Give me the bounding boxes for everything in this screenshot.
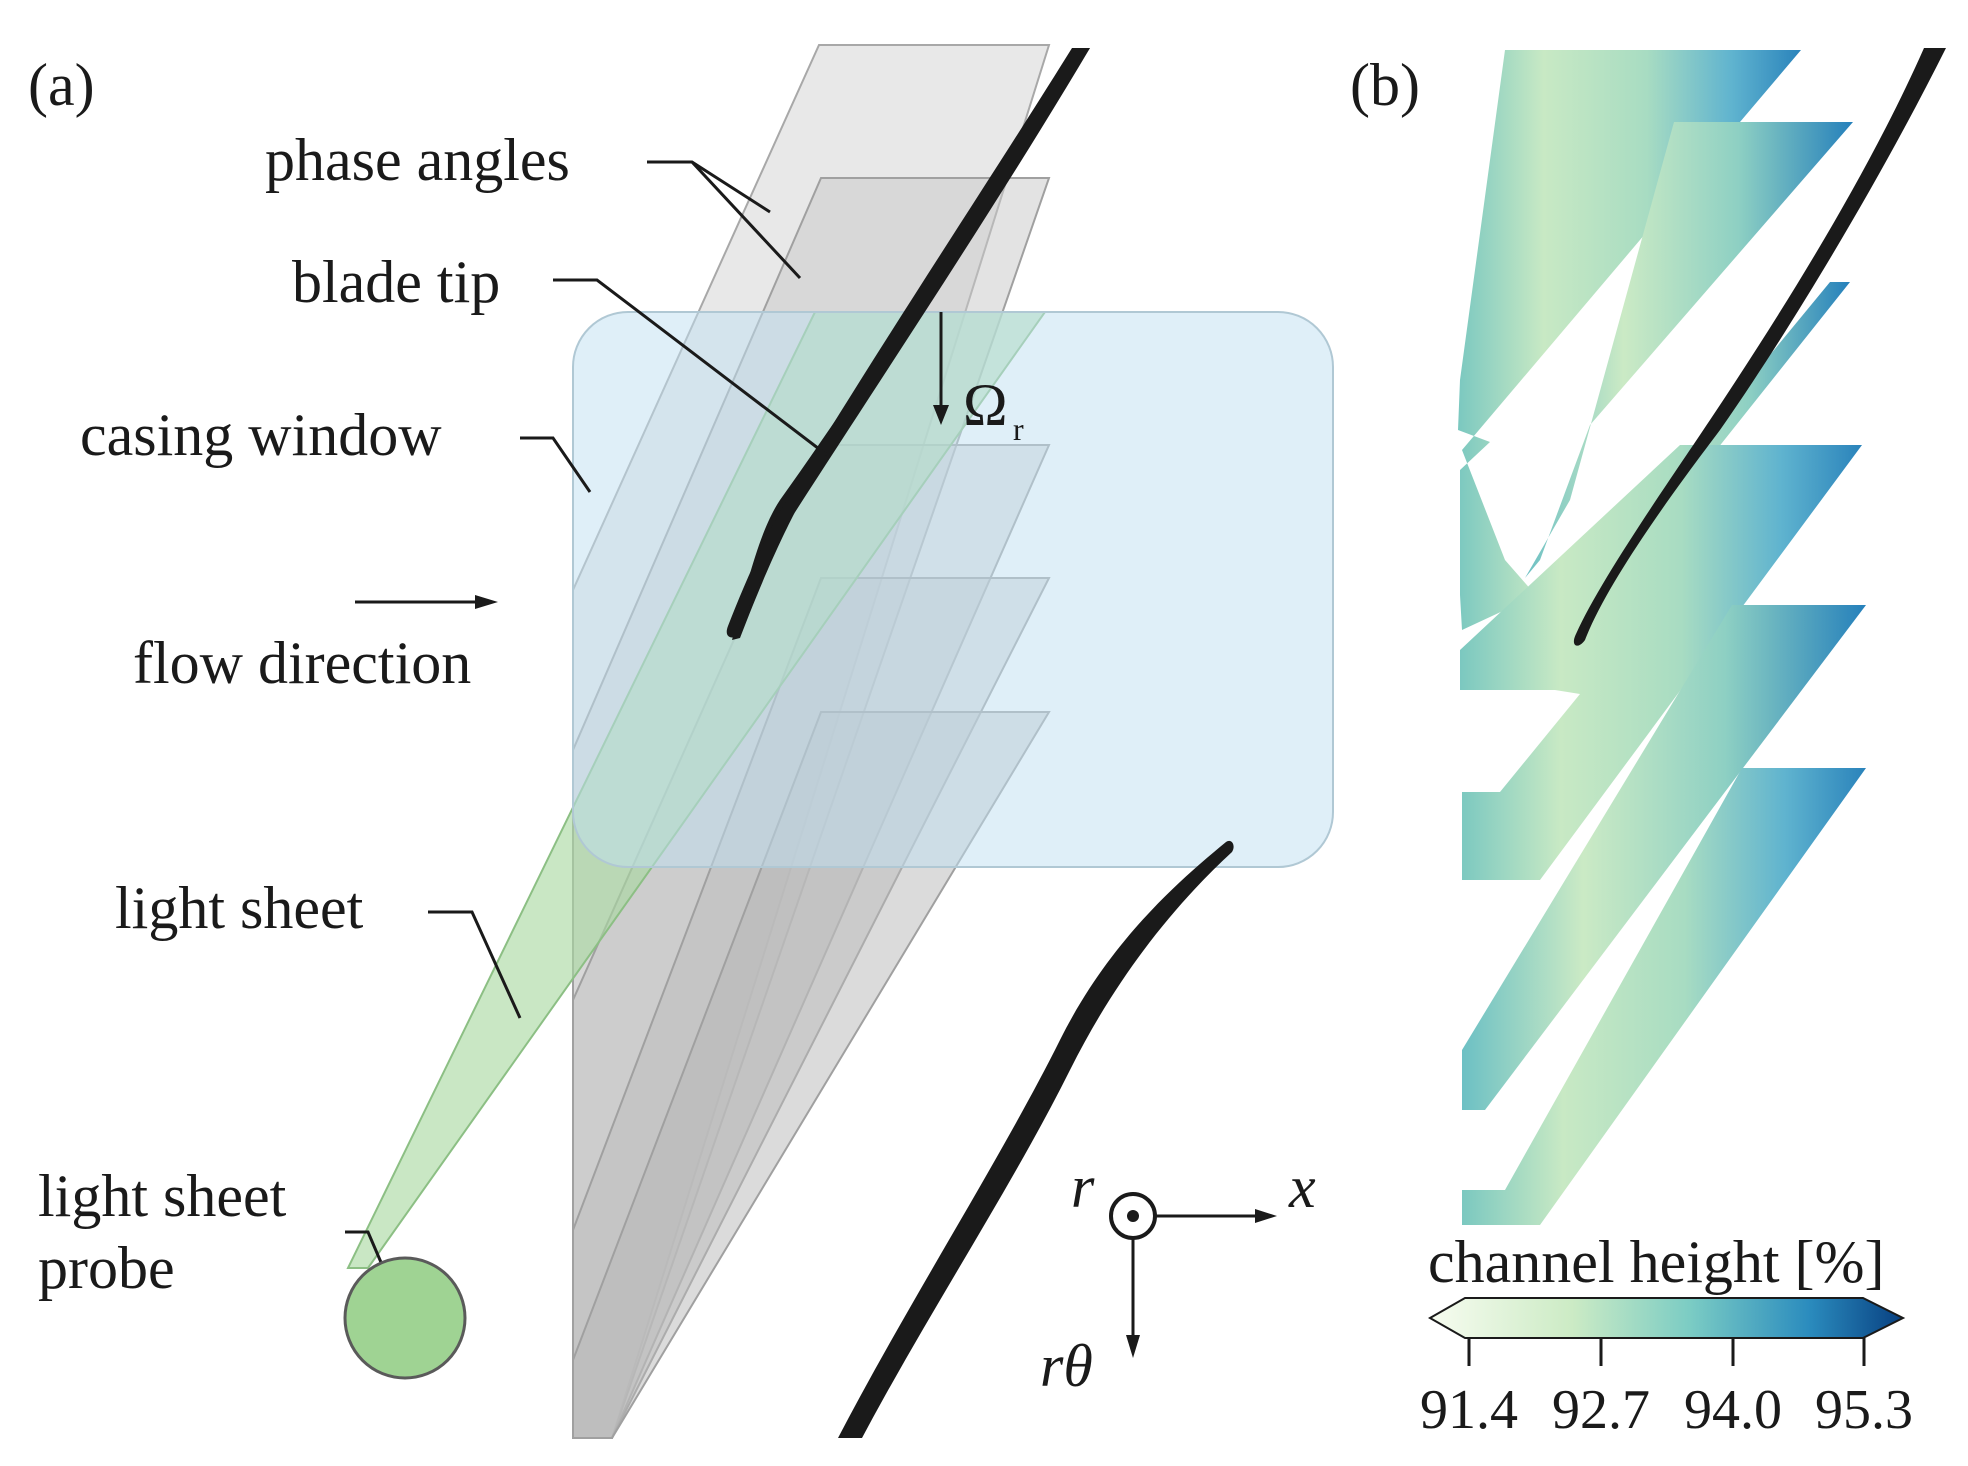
- r-axis-dot: [1127, 1210, 1139, 1222]
- colorbar-tick-label: 94.0: [1684, 1379, 1782, 1441]
- panel-a-label: (a): [28, 52, 95, 118]
- colorbar-ticks: 91.4 92.7 94.0 95.3: [1420, 1338, 1913, 1441]
- casing-window: [572, 311, 1334, 868]
- blade-tip-panel-b: [1573, 48, 1946, 646]
- omega-label: Ω: [963, 372, 1008, 438]
- colorbar-title: channel height [%]: [1428, 1229, 1884, 1295]
- contour-strip-4: [1460, 445, 1862, 880]
- phase-angles-label: phase angles: [265, 127, 570, 193]
- rtheta-axis-label: rθ: [1040, 1333, 1093, 1399]
- probe-label-line2: probe: [38, 1235, 175, 1301]
- blade-tip-upper-body: [726, 48, 1090, 638]
- flow-direction-label: flow direction: [133, 630, 471, 696]
- blade-tip-label: blade tip: [292, 249, 500, 315]
- blade-tip-leader: [553, 278, 828, 457]
- light-sheet-leader: [428, 910, 522, 1019]
- blade-lower: [838, 840, 1234, 1438]
- contour-strip-5: [1462, 605, 1866, 1110]
- rotation-arrow-head: [933, 405, 949, 425]
- colorbar-tick-label: 91.4: [1420, 1379, 1518, 1441]
- light-sheet-label: light sheet: [115, 875, 364, 941]
- contour-strip-1: [1458, 50, 1801, 630]
- channel-height-map: [1458, 50, 1866, 1225]
- light-sheet-probe: [343, 1256, 467, 1380]
- colorbar-tick-label: 92.7: [1552, 1379, 1650, 1441]
- coordinate-system: r x rθ: [1040, 1154, 1316, 1399]
- casing-window-leader: [520, 436, 592, 493]
- contour-strip-2: [1525, 122, 1853, 578]
- x-axis-arrow-head: [1255, 1209, 1277, 1223]
- phase-angles-leader-2: [690, 160, 802, 280]
- rtheta-axis-arrow-head: [1126, 1335, 1140, 1358]
- colorbar-tick-label: 95.3: [1815, 1379, 1913, 1441]
- omega-subscript: r: [1013, 411, 1024, 447]
- flow-direction-arrow-head: [475, 595, 498, 609]
- r-axis-label: r: [1071, 1154, 1095, 1220]
- panel-b-label: (b): [1350, 52, 1420, 118]
- panel-a: (a) Ω r phase angles blade tip: [28, 44, 1334, 1439]
- x-axis-label: x: [1288, 1154, 1316, 1220]
- panel-b: (b) channel height [%] 91.4 92.7 94.0 95…: [1350, 48, 1946, 1441]
- casing-window-label: casing window: [80, 402, 442, 468]
- contour-strip-6: [1462, 768, 1866, 1225]
- probe-label-line1: light sheet: [38, 1163, 287, 1229]
- colorbar: [1427, 1297, 1906, 1339]
